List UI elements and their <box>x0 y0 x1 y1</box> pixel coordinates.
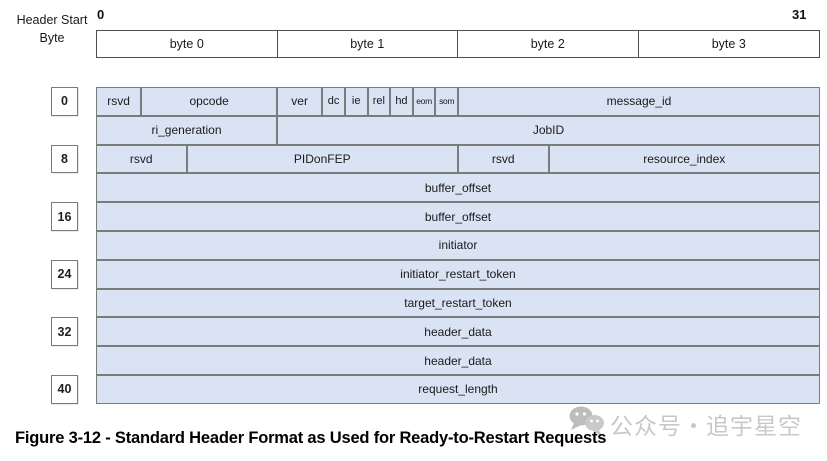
field-cell: ver <box>277 87 323 116</box>
field-cell: opcode <box>141 87 277 116</box>
field-cell: target_restart_token <box>96 288 820 318</box>
field-cell: rsvd <box>96 144 187 174</box>
field-cell: som <box>435 87 458 116</box>
header-start-line1: Header Start <box>16 13 88 27</box>
field-row: target_restart_token <box>96 288 820 318</box>
field-cell: rel <box>367 87 391 116</box>
field-cell: eom <box>412 87 436 116</box>
field-cell: ie <box>344 87 368 116</box>
offset-box: 32 <box>51 317 78 347</box>
field-cell: dc <box>322 87 345 116</box>
field-row: initiator <box>96 230 820 260</box>
byte-header-cell: byte 3 <box>711 37 746 51</box>
bit-index-31: 31 <box>792 7 807 22</box>
offset-box: 24 <box>51 259 78 289</box>
field-cell: resource_index <box>548 144 820 174</box>
field-row: buffer_offset <box>96 173 820 203</box>
field-cell: buffer_offset <box>96 202 820 231</box>
field-row: request_length <box>96 374 820 404</box>
field-cell: rsvd <box>96 87 142 116</box>
figure-caption: Figure 3-12 - Standard Header Format as … <box>15 429 607 447</box>
field-cell: initiator_restart_token <box>96 259 820 289</box>
header-start-byte-label: Header Start Byte <box>12 11 92 47</box>
field-cell: PIDonFEP <box>186 144 458 174</box>
header-start-line2: Byte <box>39 31 65 46</box>
field-cell: buffer_offset <box>96 173 820 203</box>
field-row: header_data <box>96 317 820 347</box>
offset-box: 8 <box>51 144 78 174</box>
bit-index-0: 0 <box>97 7 105 22</box>
byte-header-cell: byte 1 <box>278 31 458 57</box>
field-cell: request_length <box>96 374 820 404</box>
field-cell: hd <box>390 87 413 116</box>
field-cell: header_data <box>96 346 820 375</box>
field-cell: header_data <box>96 317 820 347</box>
field-cell: initiator <box>96 230 820 260</box>
field-cell: message_id <box>458 87 820 116</box>
offset-box: 40 <box>51 375 78 404</box>
byte-header-cell: byte 2 <box>458 31 639 57</box>
field-cell: rsvd <box>458 144 549 174</box>
watermark: 公众号・追宇星空 <box>568 405 802 442</box>
watermark-text: 公众号・追宇星空 <box>610 412 802 439</box>
field-row: header_data <box>96 346 820 375</box>
byte-header-cell: byte 0 <box>97 31 278 57</box>
offset-box: 16 <box>51 202 78 231</box>
field-row: initiator_restart_token <box>96 259 820 289</box>
wechat-icon <box>568 405 606 442</box>
field-cell: JobID <box>277 115 820 145</box>
field-row: buffer_offset <box>96 202 820 231</box>
offset-box: 0 <box>51 87 78 116</box>
field-cell: ri_generation <box>96 115 277 145</box>
